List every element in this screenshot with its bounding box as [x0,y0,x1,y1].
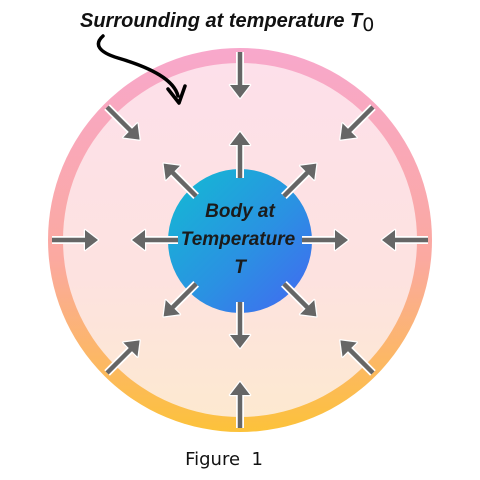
arrow-outward-icon [302,228,350,252]
arrow-inward-icon [380,228,428,252]
arrow-inward-icon [339,104,376,141]
curved-pointer-arrow-icon [96,34,187,105]
surrounding-label: Surrounding at temperature T0 [80,10,374,36]
outward-arrows [130,130,350,350]
arrow-inward-icon [339,339,376,376]
arrow-outward-icon [228,130,252,178]
arrow-outward-icon [281,281,318,318]
surrounding-label-main: Surrounding at temperature T [80,10,364,32]
arrow-inward-icon [228,52,252,100]
body-label-line3: T [234,257,247,278]
arrow-outward-icon [228,302,252,350]
surrounding-label-subscript: 0 [362,14,374,36]
arrow-outward-icon [281,162,318,199]
figure-caption: Figure 1 [185,449,263,470]
arrow-outward-icon [130,228,178,252]
inward-arrows [52,52,428,428]
arrow-inward-icon [228,380,252,428]
arrow-inward-icon [104,104,141,141]
body-sphere [168,169,312,313]
arrow-outward-icon [162,281,199,318]
arrow-inward-icon [52,228,100,252]
body-label-line1: Body at [205,201,275,222]
body-label-line2: Temperature [181,229,296,250]
arrow-outward-icon [162,162,199,199]
arrow-inward-icon [104,339,141,376]
